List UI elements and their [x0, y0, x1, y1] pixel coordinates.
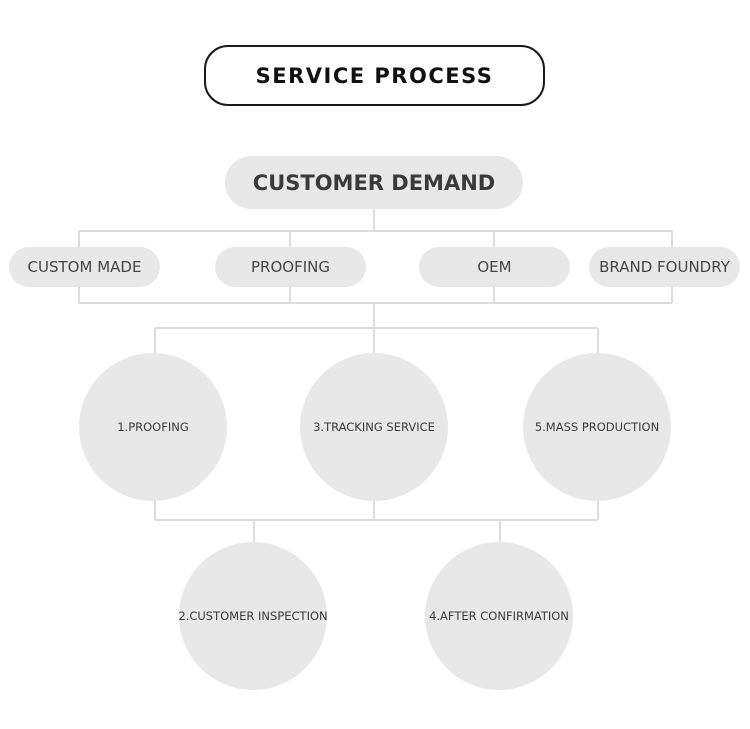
option-proofing: PROOFING: [215, 247, 366, 287]
option-custom-made: CUSTOM MADE: [9, 247, 160, 287]
option-brand-foundry: BRAND FOUNDRY: [589, 247, 740, 287]
page-title: SERVICE PROCESS: [204, 45, 545, 106]
step-2-customer-inspection: 2.CUSTOMER INSPECTION: [178, 542, 328, 690]
customer-demand-node: CUSTOMER DEMAND: [225, 156, 523, 209]
step-5-mass-production: 5.MASS PRODUCTION: [523, 353, 671, 501]
step-3-tracking-service: 3.TRACKING SERVICE: [300, 353, 448, 501]
option-oem: OEM: [419, 247, 570, 287]
step-4-after-confirmation: 4.AFTER CONFIRMATION: [425, 542, 573, 690]
step-1-proofing: 1.PROOFING: [79, 353, 227, 501]
